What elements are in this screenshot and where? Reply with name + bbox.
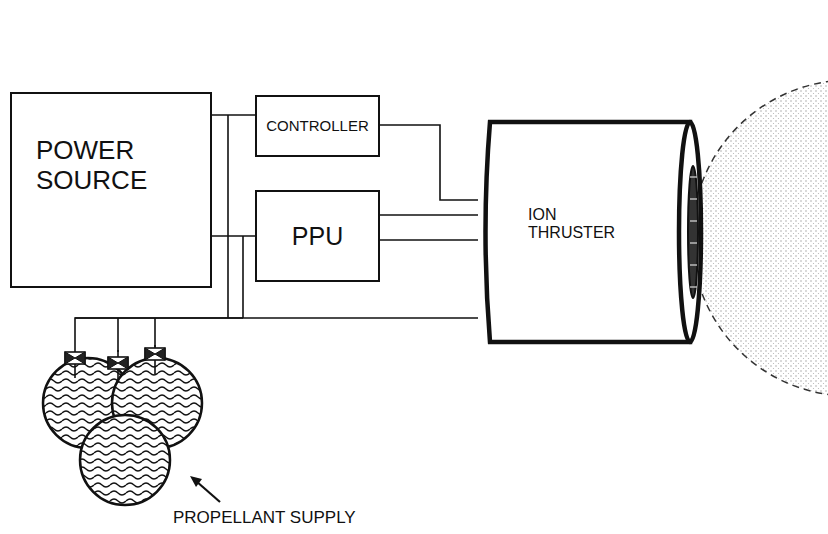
wire-connector bbox=[75, 318, 478, 345]
propellant-tanks bbox=[30, 345, 380, 531]
node-label: POWER SOURCE bbox=[36, 136, 206, 196]
ppu-box: PPU bbox=[255, 190, 380, 282]
ion-thruster: ION THRUSTER bbox=[478, 118, 704, 346]
node-label: PPU bbox=[261, 222, 374, 251]
wire-connector bbox=[380, 214, 478, 216]
node-label: ION THRUSTER bbox=[528, 206, 638, 243]
wire-connector bbox=[380, 125, 478, 200]
ion-plume bbox=[692, 80, 828, 396]
node-label: PROPELLANT SUPPLY bbox=[173, 508, 373, 528]
node-label: CONTROLLER bbox=[261, 117, 374, 134]
propellant-supply: PROPELLANT SUPPLY bbox=[30, 345, 380, 531]
controller-box: CONTROLLER bbox=[255, 95, 380, 157]
wire-connector bbox=[212, 114, 255, 116]
power-source-box: POWER SOURCE bbox=[10, 92, 212, 288]
wire-connector bbox=[212, 235, 255, 237]
